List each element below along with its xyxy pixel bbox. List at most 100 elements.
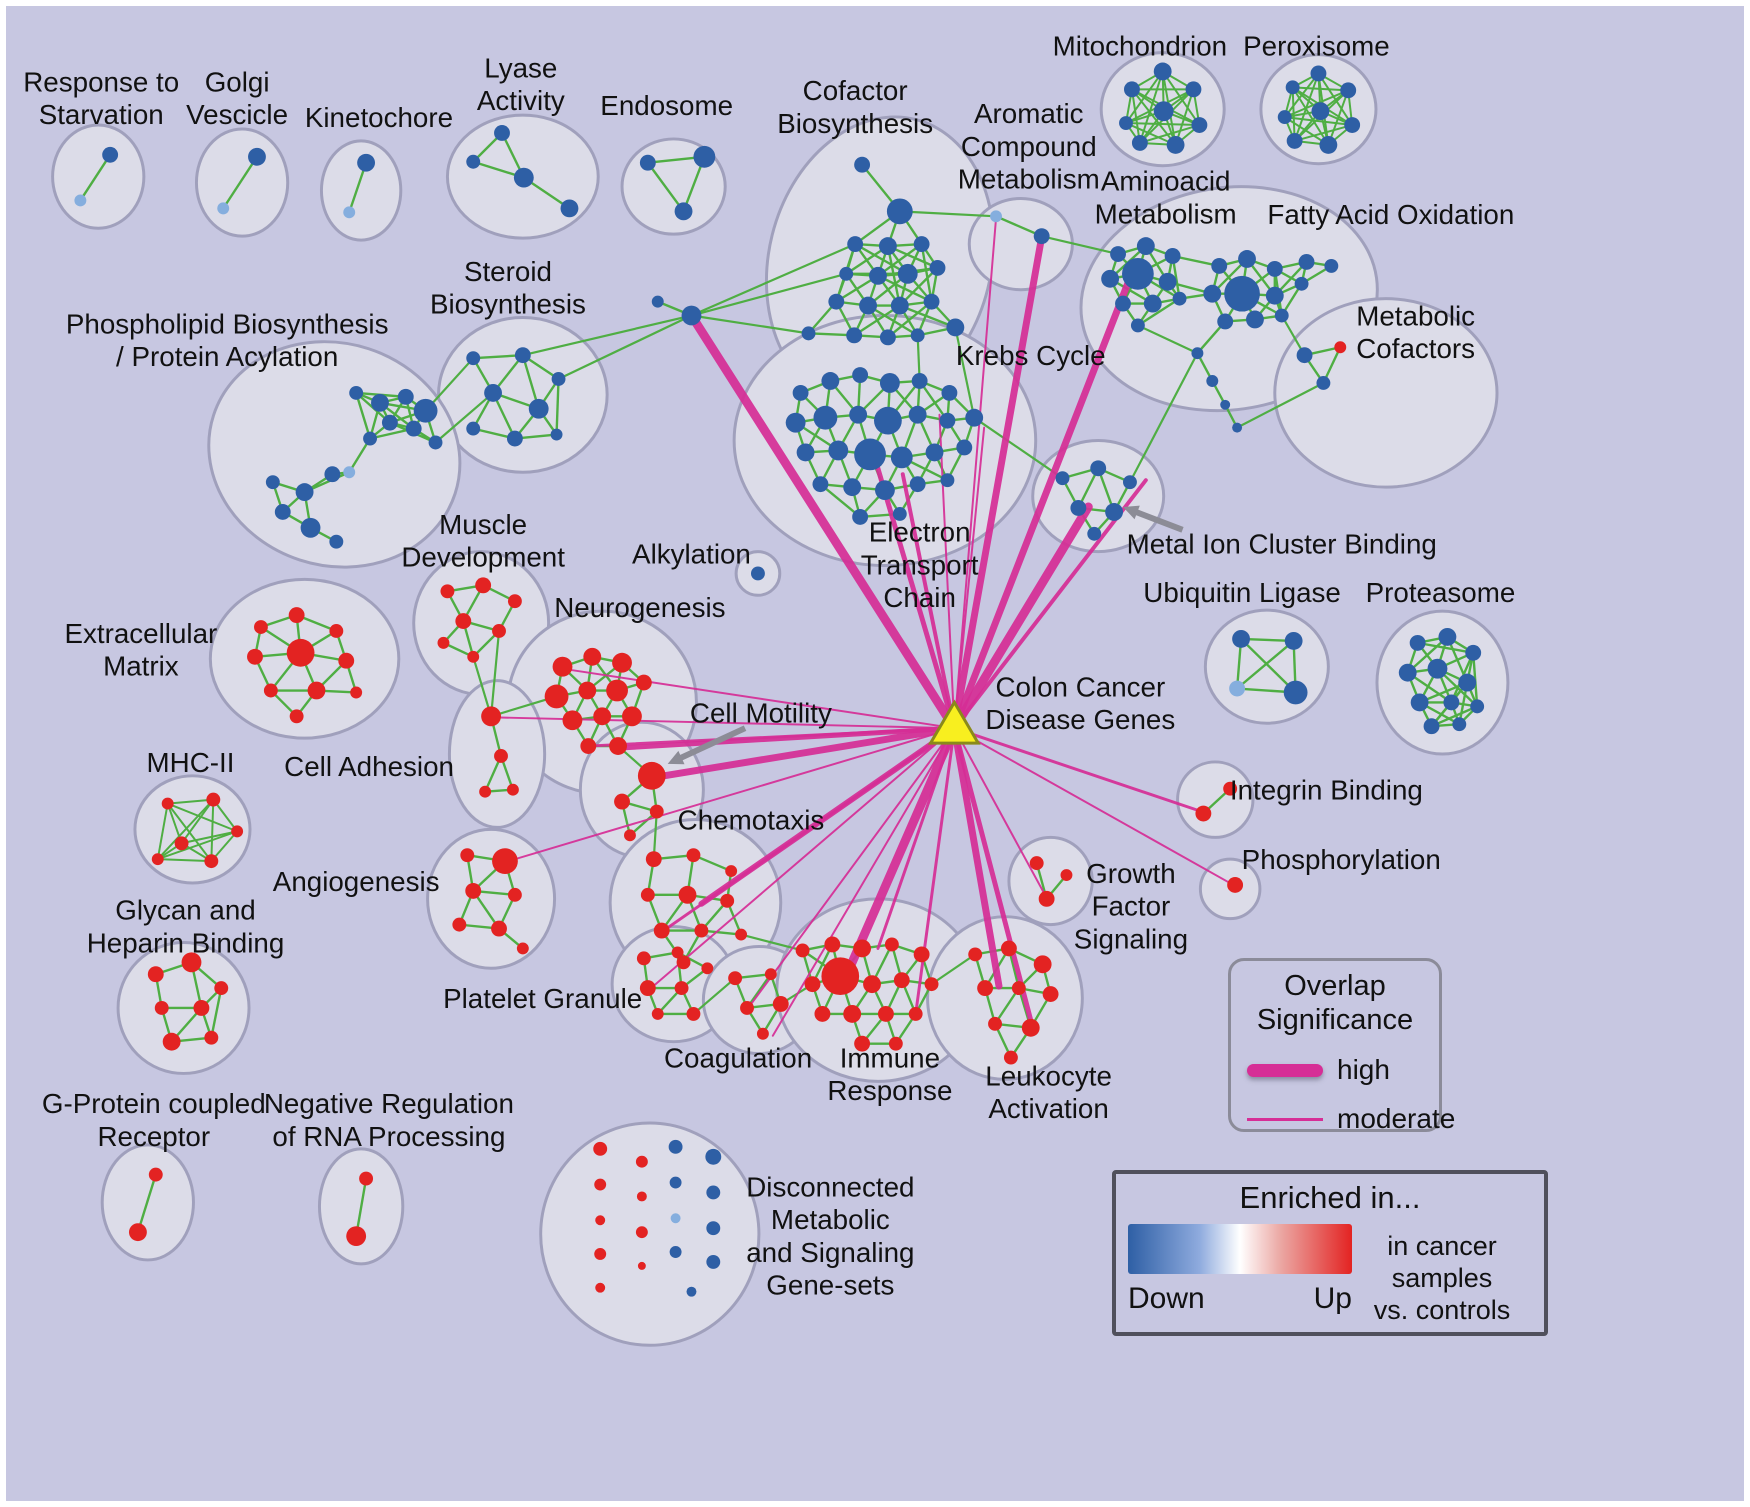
extracellular-matrix-node [288,607,305,624]
extracellular-matrix-node [286,638,315,667]
disconnected-gene-sets-node [635,1226,648,1239]
metal-ion-cluster-binding-node [1055,471,1070,486]
angiogenesis-node [452,917,467,932]
colorbar-up-label: Up [1313,1282,1352,1315]
cofactor-biosynthesis-node [828,293,845,310]
aminoacid-fatty-acid-node [1246,310,1264,329]
ubiquitin-ligase-cluster [1203,608,1330,725]
krebs-electron-transport-node [813,405,838,430]
cell-motility-arrow [674,725,747,763]
immune-response-node [824,936,841,953]
inter-cluster-edge [691,272,847,317]
proteasome-node [1438,628,1457,646]
inter-cluster-edge [930,953,976,986]
neurogenesis-node [552,656,573,677]
inter-cluster-edge [1236,382,1324,429]
cofactor-biosynthesis-node [890,296,909,315]
chemotaxis-node [678,885,697,904]
leukocyte-activation-node [1042,986,1059,1003]
legend-enriched-title: Enriched in... [1239,1180,1421,1215]
krebs-electron-transport-node [925,443,944,462]
mitochondrion-node [1185,81,1202,98]
gene-set-edge [157,798,215,860]
gene-set-edge [1431,705,1478,728]
gene-set-edge [79,154,112,202]
leukocyte-activation-node [1000,940,1017,957]
gene-set-edge [167,798,214,805]
gene-set-edge [1130,89,1141,144]
inter-cluster-edge [472,656,493,717]
label-mitochondrion: Mitochondrion [1053,31,1227,62]
label-cell-adhesion: Cell Adhesion [284,751,454,782]
overlap-significance-edge [648,727,956,991]
coagulation-node [728,971,743,986]
extracellular-matrix-node [307,681,326,700]
krebs-electron-transport-node [940,473,955,488]
overlap-significance-edge [952,726,1206,815]
krebs-electron-transport-node [890,446,913,469]
muscle-development-node [455,613,472,629]
response-to-starvation-node [74,194,87,207]
phospholipid-protein-acylation-node [413,398,438,423]
proteasome-node [1427,658,1448,679]
neurogenesis-node [622,706,642,727]
krebs-electron-transport-node [909,476,926,493]
label-chemotaxis: Chemotaxis [678,804,825,835]
aminoacid-fatty-acid-node [1324,258,1339,273]
angiogenesis-node [516,942,529,955]
platelet-granule-node [686,1006,701,1021]
gene-set-edge [1292,86,1349,92]
overlap-significance-edge [900,472,957,731]
mitochondrion-node [1124,81,1140,98]
leukocyte-activation-node [988,1016,1002,1031]
inter-cluster-edge [691,314,809,335]
peroxisome-node [1277,110,1292,125]
chemotaxis-node [735,928,748,941]
disconnected-gene-sets-node [637,1261,646,1270]
golgi-vescicle-cluster [194,127,290,238]
neurogenesis-node [635,674,652,691]
immune-response-node [924,977,939,992]
inter-cluster-edge [899,210,997,218]
leukocyte-activation-node [977,980,994,997]
cell-motility-node [624,829,636,842]
gene-set-edge [136,1174,157,1233]
immune-response-node [853,939,872,958]
krebs-electron-transport-node [843,478,862,497]
aminoacid-fatty-acid-node [1298,254,1315,270]
cell-adhesion-node [481,706,502,727]
aminoacid-fatty-acid-node [1294,276,1309,291]
steroid-biosynthesis-node [506,430,523,447]
inter-cluster-edge [954,327,976,418]
extracellular-matrix-node [289,709,304,724]
aminoacid-fatty-acid-node [1232,422,1243,433]
cofactor-biosynthesis-node [859,296,877,315]
neurogenesis-node [593,707,612,726]
disconnected-gene-sets-node [668,1139,683,1154]
mhc-ii-node [151,853,164,866]
phospholipid-protein-acylation-node [300,517,321,538]
leukocyte-activation-node [968,947,983,962]
integrin-binding-node [1223,781,1238,796]
muscle-development-node [492,624,506,638]
disconnected-gene-sets-node [669,1176,682,1189]
glycan-heparin-binding-node [181,952,202,973]
disconnected-gene-sets-node [686,1286,697,1297]
peroxisome-node [1340,82,1357,99]
aminoacid-fatty-acid-node [1203,284,1222,303]
overlap-significance-edge [950,724,1003,990]
platelet-granule-node [674,981,689,996]
krebs-electron-transport-node [911,373,928,389]
cell-adhesion-node [506,783,519,796]
mhc-ii-node [231,825,244,838]
gene-set-edge [210,799,215,862]
extracellular-matrix-node [338,652,355,669]
gene-set-edge [854,243,909,275]
angiogenesis-node [492,848,518,875]
endosome-node [674,202,693,221]
